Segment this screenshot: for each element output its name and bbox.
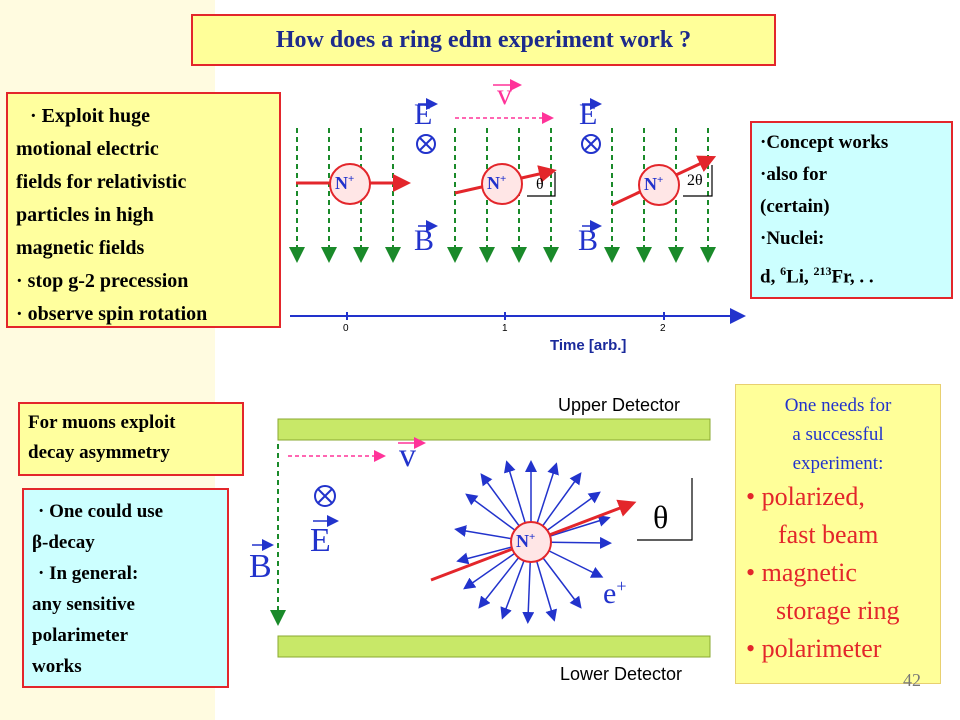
concept-works-box: ·Concept works ·also for (certain) ·Nucl… bbox=[750, 121, 953, 299]
nuclei-list: d, 6Li, 213Fr, . . bbox=[760, 264, 874, 288]
muons-box: For muons exploit decay asymmetry bbox=[18, 402, 244, 476]
lower-detector-label: Lower Detector bbox=[560, 664, 683, 684]
time-tick-1: 1 bbox=[502, 323, 508, 334]
box-line: any sensitive bbox=[32, 594, 135, 615]
bottom-into-page-symbol bbox=[314, 485, 336, 507]
box-line: decay asymmetry bbox=[28, 442, 170, 463]
lower-detector-bar bbox=[277, 635, 711, 658]
beta-decay-box: · One could use β-decay · In general: an… bbox=[22, 488, 229, 688]
bottom-b-label: B bbox=[249, 548, 272, 585]
bottom-velocity-label: v bbox=[399, 437, 416, 474]
box-line: particles in high bbox=[16, 204, 154, 226]
upper-detector-bar bbox=[277, 418, 711, 441]
bottom-nucleus bbox=[510, 521, 552, 563]
box-line: polarimeter bbox=[32, 625, 129, 646]
top-into-page-symbols bbox=[416, 134, 601, 154]
bottom-e-label: E bbox=[310, 522, 331, 559]
angle-theta-label: θ bbox=[536, 176, 544, 193]
top-e-label-2: E bbox=[579, 98, 598, 131]
time-tick-0: 0 bbox=[343, 323, 349, 334]
angle-2theta-label: 2θ bbox=[687, 172, 703, 189]
page-number: 42 bbox=[903, 670, 921, 690]
time-tick-2: 2 bbox=[660, 323, 666, 334]
top-e-label-1: E bbox=[414, 98, 433, 131]
motional-field-box: · Exploit huge motional electric fields … bbox=[6, 92, 281, 328]
box-line: ·Nuclei: bbox=[760, 228, 825, 249]
box-line: β-decay bbox=[32, 532, 95, 553]
top-nuclei bbox=[329, 163, 680, 206]
top-velocity-label: v bbox=[497, 78, 512, 111]
slide-title: How does a ring edm experiment work ? bbox=[191, 14, 776, 66]
box-line: fields for relativistic bbox=[16, 171, 187, 193]
upper-detector-label: Upper Detector bbox=[558, 395, 681, 415]
bottom-theta-label: θ bbox=[653, 499, 669, 535]
box-line: works bbox=[32, 656, 82, 677]
requirements-box: One needs for a successful experiment: •… bbox=[735, 384, 941, 684]
box-line: For muons exploit bbox=[28, 412, 176, 433]
box-line: · Exploit huge bbox=[30, 105, 151, 127]
requirements-intro: One needs for a successful experiment: bbox=[784, 395, 892, 474]
top-b-label-2: B bbox=[578, 224, 599, 257]
top-nucleus-2: N+ bbox=[487, 173, 507, 193]
box-line: · In general: bbox=[38, 563, 139, 584]
bottom-nucleus-label: N+ bbox=[516, 531, 536, 551]
box-line: · observe spin rotation bbox=[16, 303, 208, 325]
requirements-list: • polarized, fast beam • magnetic storag… bbox=[746, 482, 900, 663]
box-line: ·also for bbox=[760, 164, 828, 185]
positron-label: e+ bbox=[603, 576, 627, 610]
box-line: magnetic fields bbox=[16, 237, 145, 259]
top-nucleus-1: N+ bbox=[335, 173, 355, 193]
box-line: ·Concept works bbox=[760, 132, 889, 153]
box-line: · One could use bbox=[38, 501, 164, 522]
box-line: (certain) bbox=[760, 196, 830, 217]
top-b-label-1: B bbox=[414, 224, 435, 257]
box-line: · stop g-2 precession bbox=[16, 270, 189, 292]
box-line: motional electric bbox=[16, 138, 159, 160]
top-nucleus-3: N+ bbox=[644, 174, 664, 194]
time-axis-label: Time [arb.] bbox=[550, 337, 627, 354]
